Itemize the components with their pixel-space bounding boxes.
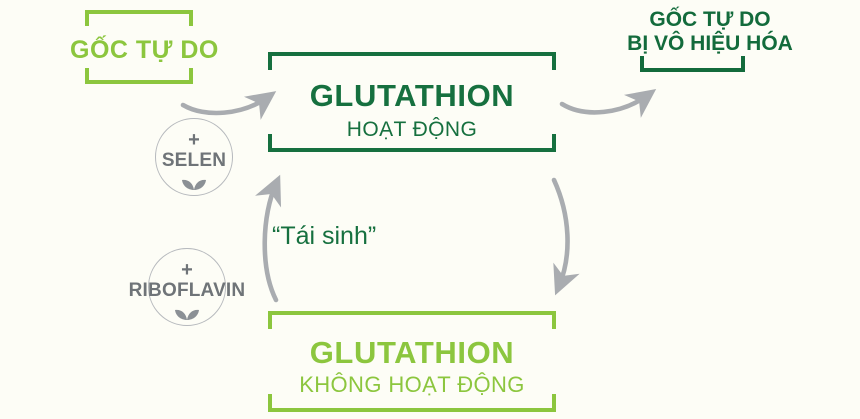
neutralized-free-radical-label: GỐC TỰ DO BỊ VÔ HIỆU HÓA	[595, 8, 825, 55]
badge-riboflavin-ring	[148, 248, 226, 326]
arrow-neutralized-out	[559, 89, 657, 118]
plus-icon: +	[181, 259, 193, 281]
neutralized-line-2: BỊ VÔ HIỆU HÓA	[627, 31, 793, 55]
regeneration-label: “Tái sinh”	[272, 222, 377, 250]
arrow-regeneration-up	[255, 174, 282, 303]
inactive-glutathione-title: GLUTATHION	[309, 335, 515, 370]
leaf-icon	[148, 302, 226, 322]
plus-icon: +	[188, 129, 200, 151]
badge-selen-ring	[155, 118, 233, 196]
badge-riboflavin: + RIBOFLAVIN	[129, 248, 245, 326]
leaf-icon	[155, 172, 233, 192]
active-glutathione-title: GLUTATHION	[309, 78, 515, 113]
neutralized-line-1: GỐC TỰ DO	[649, 8, 771, 31]
free-radical-left-label: GỐC TỰ DO	[70, 36, 219, 64]
badge-selen-label: SELEN	[161, 150, 227, 171]
inactive-glutathione-subtitle: KHÔNG HOẠT ĐỘNG	[299, 372, 525, 397]
badge-riboflavin-label: RIBOFLAVIN	[128, 280, 246, 301]
arrow-oxidation-down	[551, 177, 580, 296]
arrow-free-radical-in	[180, 91, 277, 120]
active-glutathione-subtitle: HOẠT ĐỘNG	[346, 118, 478, 141]
badge-selen: + SELEN	[155, 118, 233, 196]
